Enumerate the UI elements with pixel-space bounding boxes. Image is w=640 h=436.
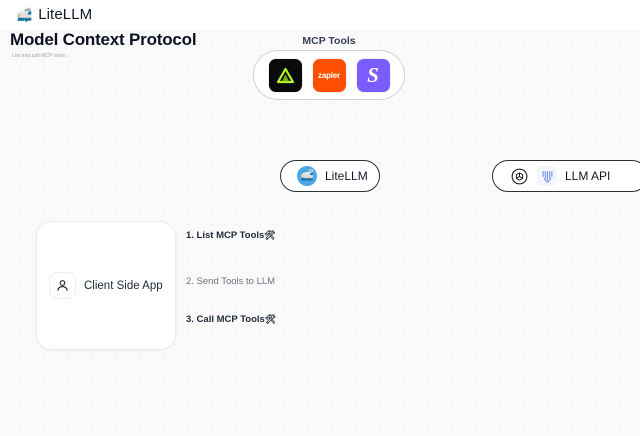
message-label-1: 1. List MCP Tools🛠 (186, 230, 276, 241)
brand-name: LiteLLM (38, 5, 93, 23)
node-litellm-label: LiteLLM (325, 169, 368, 183)
mcp-tool-stripe[interactable]: S (356, 58, 390, 92)
anthropic-icon (537, 166, 557, 186)
triangle-icon (276, 67, 294, 83)
litellm-avatar-icon: 🚅 (297, 166, 317, 186)
message-label-3: 3. Call MCP Tools🛠 (186, 314, 277, 325)
page-heading-block: Model Context Protocol List and call MCP… (10, 30, 197, 60)
openai-icon (509, 166, 529, 186)
tools-icon-3: 🛠 (264, 314, 277, 324)
app-top-bar: 🚅 LiteLLM (0, 0, 640, 28)
stripe-letter-s: S (367, 62, 379, 87)
zapier-wordmark: zapier (318, 70, 340, 80)
mcp-tool-cline[interactable] (268, 58, 302, 92)
node-litellm[interactable]: 🚅 LiteLLM (280, 160, 380, 192)
page-subtitle: List and call MCP tools (12, 53, 66, 59)
user-icon (50, 273, 75, 298)
message-label-2: 2. Send Tools to LLM (186, 276, 276, 287)
node-llm-api-label: LLM API (565, 169, 611, 183)
mcp-tools-group[interactable]: zapier S (253, 50, 405, 100)
mcp-tools-label: MCP Tools (302, 35, 356, 47)
tools-icon-1: 🛠 (264, 230, 276, 240)
node-client-side-app[interactable]: Client Side App (36, 221, 176, 350)
brand-logo[interactable]: 🚅 LiteLLM (16, 6, 92, 23)
litellm-train-logo-icon: 🚅 (16, 6, 33, 22)
page-title: Model Context Protocol (10, 30, 197, 49)
node-client-side-app-label: Client Side App (84, 279, 163, 292)
node-llm-api[interactable]: LLM API (492, 160, 640, 192)
mcp-tool-zapier[interactable]: zapier (312, 58, 346, 92)
